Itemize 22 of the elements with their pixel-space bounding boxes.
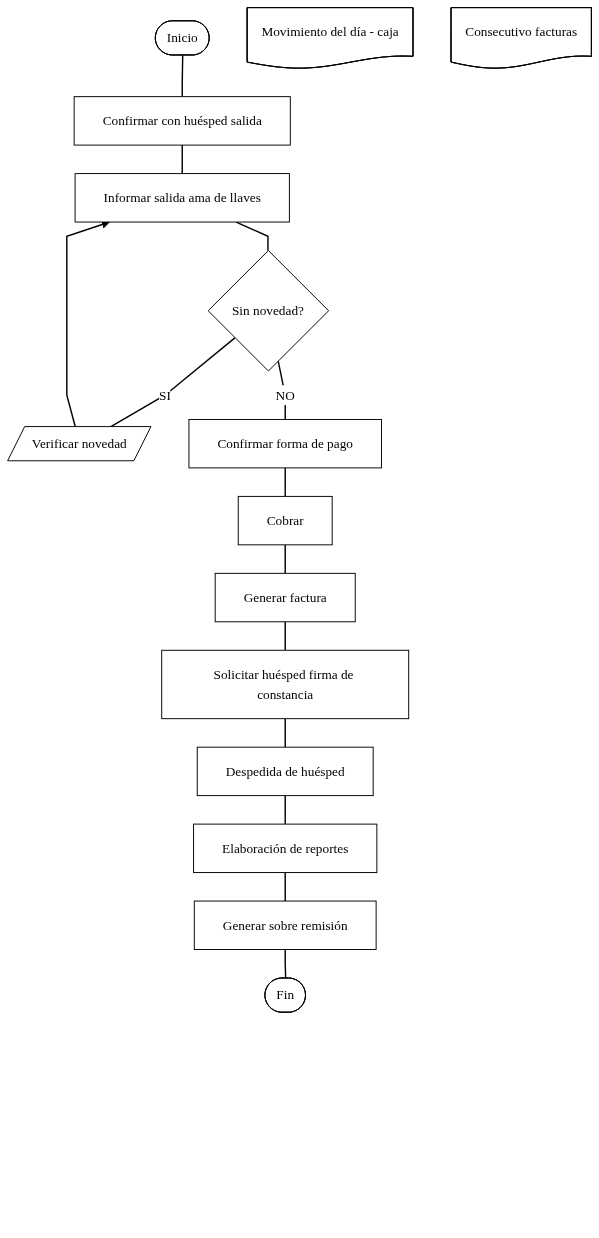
connector — [277, 360, 286, 421]
connector — [284, 717, 286, 748]
node-box: Cobrar — [237, 495, 333, 546]
node-box: Despedida de huésped — [196, 746, 374, 797]
connector — [284, 467, 286, 498]
node-box: Generar sobre remisión — [193, 900, 377, 950]
connector — [284, 871, 286, 902]
connector — [284, 544, 286, 575]
connector — [181, 144, 183, 175]
node-box: Elaboración de reportes — [193, 823, 378, 874]
connector — [109, 337, 236, 428]
connector — [181, 54, 184, 98]
node-box: Confirmar forma de pago — [188, 418, 382, 469]
node-box: Informar salida ama de llaves — [74, 173, 290, 223]
node-box: Solicitar huésped firma de constancia — [161, 649, 410, 720]
connector — [284, 794, 286, 825]
connector — [284, 621, 286, 651]
node-box: Confirmar con huésped salida — [73, 96, 291, 146]
edge-label: NO — [275, 388, 295, 403]
node-diamond: Sin novedad? — [207, 250, 330, 372]
node-box: Generar factura — [214, 572, 356, 623]
edge-label: SI — [159, 388, 171, 403]
